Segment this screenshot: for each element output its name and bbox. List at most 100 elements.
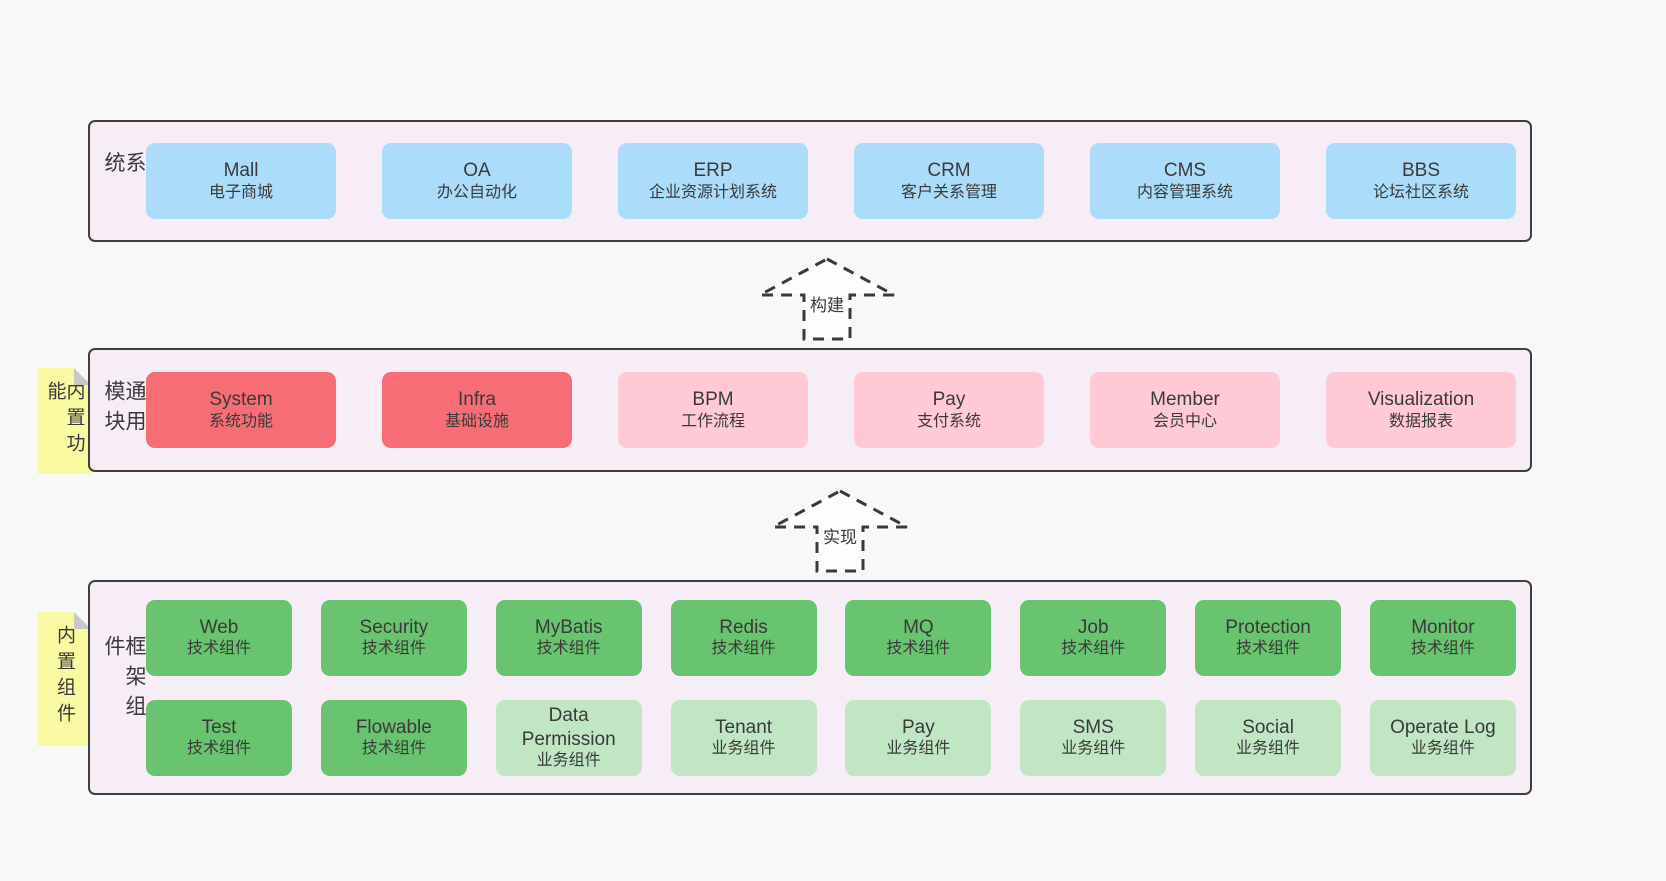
- box-desc: 业务组件: [1410, 740, 1475, 758]
- box-desc: 企业资源计划系统: [648, 183, 777, 201]
- box-desc: 技术组件: [536, 640, 601, 658]
- sticky-tab-label: 内置功能: [44, 381, 85, 459]
- box-row: System 系统功能 Infra 基础设施 BPM 工作流程 Pay 支付系统…: [146, 372, 1516, 448]
- box-name: Flowable: [355, 716, 432, 738]
- box-desc: 业务组件: [1061, 740, 1126, 758]
- box-name: OA: [463, 160, 491, 182]
- box-name: Test: [201, 716, 237, 738]
- box-tenant: Tenant 业务组件: [670, 699, 817, 776]
- box-desc: 技术组件: [361, 740, 426, 758]
- box-name: Job: [1077, 616, 1109, 638]
- sticky-tab-built-in-features: 内置功能: [38, 368, 91, 474]
- box-operate-log: Operate Log 业务组件: [1369, 699, 1516, 776]
- box-name: ERP: [693, 160, 733, 182]
- box-name: Pay: [902, 716, 935, 738]
- box-desc: 技术组件: [186, 740, 251, 758]
- box-security: Security 技术组件: [320, 599, 467, 676]
- box-visualization: Visualization 数据报表: [1326, 372, 1516, 448]
- box-desc: 技术组件: [1061, 640, 1126, 658]
- box-desc: 内容管理系统: [1136, 183, 1233, 201]
- box-redis: Redis 技术组件: [670, 599, 817, 676]
- box-name: MyBatis: [534, 616, 603, 638]
- sticky-tab-built-in-components: 内置组件: [38, 612, 91, 746]
- band-business-systems: 业务系统 Mall 电子商城 OA 办公自动化 ERP 企业资源计划系统 CRM…: [88, 120, 1532, 242]
- sticky-tab-label: 内置组件: [54, 625, 75, 729]
- box-name: Data Permission: [521, 704, 616, 750]
- band-box-rows: Mall 电子商城 OA 办公自动化 ERP 企业资源计划系统 CRM 客户关系…: [146, 122, 1516, 240]
- box-data-permission: Data Permission 业务组件: [495, 699, 642, 776]
- box-desc: 办公自动化: [436, 183, 517, 201]
- box-name: BPM: [692, 389, 734, 411]
- box-system: System 系统功能: [146, 372, 336, 448]
- box-name: Member: [1150, 389, 1220, 411]
- dashed-up-arrow-implement: 实现: [771, 488, 909, 574]
- box-desc: 技术组件: [186, 640, 251, 658]
- box-name: System: [209, 389, 273, 411]
- box-web: Web 技术组件: [146, 599, 292, 676]
- box-pay: Pay 业务组件: [845, 699, 992, 776]
- box-desc: 业务组件: [536, 752, 601, 770]
- box-desc: 技术组件: [711, 640, 776, 658]
- box-name: Social: [1242, 716, 1294, 738]
- box-desc: 技术组件: [886, 640, 951, 658]
- box-name: Monitor: [1411, 616, 1475, 638]
- box-desc: 业务组件: [886, 740, 951, 758]
- band-side-label: 框架组件: [102, 634, 146, 725]
- box-desc: 系统功能: [208, 412, 273, 430]
- box-desc: 工作流程: [680, 412, 745, 430]
- box-name: BBS: [1401, 160, 1441, 182]
- box-desc: 技术组件: [1410, 640, 1475, 658]
- box-desc: 数据报表: [1388, 412, 1453, 430]
- band-common-modules: 通用模块 System 系统功能 Infra 基础设施 BPM 工作流程 Pay…: [88, 348, 1532, 472]
- box-desc: 会员中心: [1152, 412, 1217, 430]
- band-side-label: 通用模块: [102, 380, 146, 440]
- box-desc: 支付系统: [916, 412, 981, 430]
- box-name: CMS: [1163, 160, 1207, 182]
- box-bpm: BPM 工作流程: [618, 372, 808, 448]
- arrow-label: 实现: [820, 527, 860, 550]
- box-desc: 技术组件: [1236, 640, 1301, 658]
- box-desc: 论坛社区系统: [1372, 183, 1469, 201]
- dashed-up-arrow-build: 构建: [758, 256, 896, 342]
- box-mq: MQ 技术组件: [845, 599, 992, 676]
- box-flowable: Flowable 技术组件: [320, 699, 467, 776]
- box-desc: 客户关系管理: [900, 183, 997, 201]
- box-mall: Mall 电子商城: [146, 143, 336, 219]
- box-name: Web: [199, 616, 239, 638]
- box-name: Tenant: [715, 716, 773, 738]
- box-name: Redis: [719, 616, 768, 638]
- box-desc: 技术组件: [361, 640, 426, 658]
- box-test: Test 技术组件: [146, 699, 292, 776]
- box-name: Security: [359, 616, 429, 638]
- box-erp: ERP 企业资源计划系统: [618, 143, 808, 219]
- box-desc: 电子商城: [208, 183, 273, 201]
- box-sms: SMS 业务组件: [1020, 699, 1167, 776]
- box-name: SMS: [1072, 716, 1114, 738]
- box-bbs: BBS 论坛社区系统: [1326, 143, 1516, 219]
- band-box-rows: System 系统功能 Infra 基础设施 BPM 工作流程 Pay 支付系统…: [146, 350, 1516, 470]
- box-name: Protection: [1225, 616, 1311, 638]
- box-name: Pay: [932, 389, 966, 411]
- box-job: Job 技术组件: [1020, 599, 1167, 676]
- box-desc: 业务组件: [711, 740, 776, 758]
- arrow-label: 构建: [807, 295, 847, 318]
- band-box-rows: Web 技术组件 Security 技术组件 MyBatis 技术组件 Redi…: [146, 582, 1516, 793]
- box-row: Test 技术组件 Flowable 技术组件 Data Permission …: [146, 699, 1516, 776]
- box-mybatis: MyBatis 技术组件: [495, 599, 642, 676]
- box-infra: Infra 基础设施: [382, 372, 572, 448]
- box-pay: Pay 支付系统: [854, 372, 1044, 448]
- box-desc: 基础设施: [444, 412, 509, 430]
- box-name: Mall: [223, 160, 259, 182]
- box-name: MQ: [903, 616, 934, 638]
- box-row: Mall 电子商城 OA 办公自动化 ERP 企业资源计划系统 CRM 客户关系…: [146, 143, 1516, 219]
- box-monitor: Monitor 技术组件: [1369, 599, 1516, 676]
- box-name: Infra: [457, 389, 497, 411]
- box-crm: CRM 客户关系管理: [854, 143, 1044, 219]
- box-social: Social 业务组件: [1195, 699, 1342, 776]
- box-cms: CMS 内容管理系统: [1090, 143, 1280, 219]
- box-name: Operate Log: [1390, 716, 1496, 738]
- band-framework-components: 框架组件 Web 技术组件 Security 技术组件 MyBatis 技术组件…: [88, 580, 1532, 795]
- box-desc: 业务组件: [1236, 740, 1301, 758]
- box-row: Web 技术组件 Security 技术组件 MyBatis 技术组件 Redi…: [146, 599, 1516, 676]
